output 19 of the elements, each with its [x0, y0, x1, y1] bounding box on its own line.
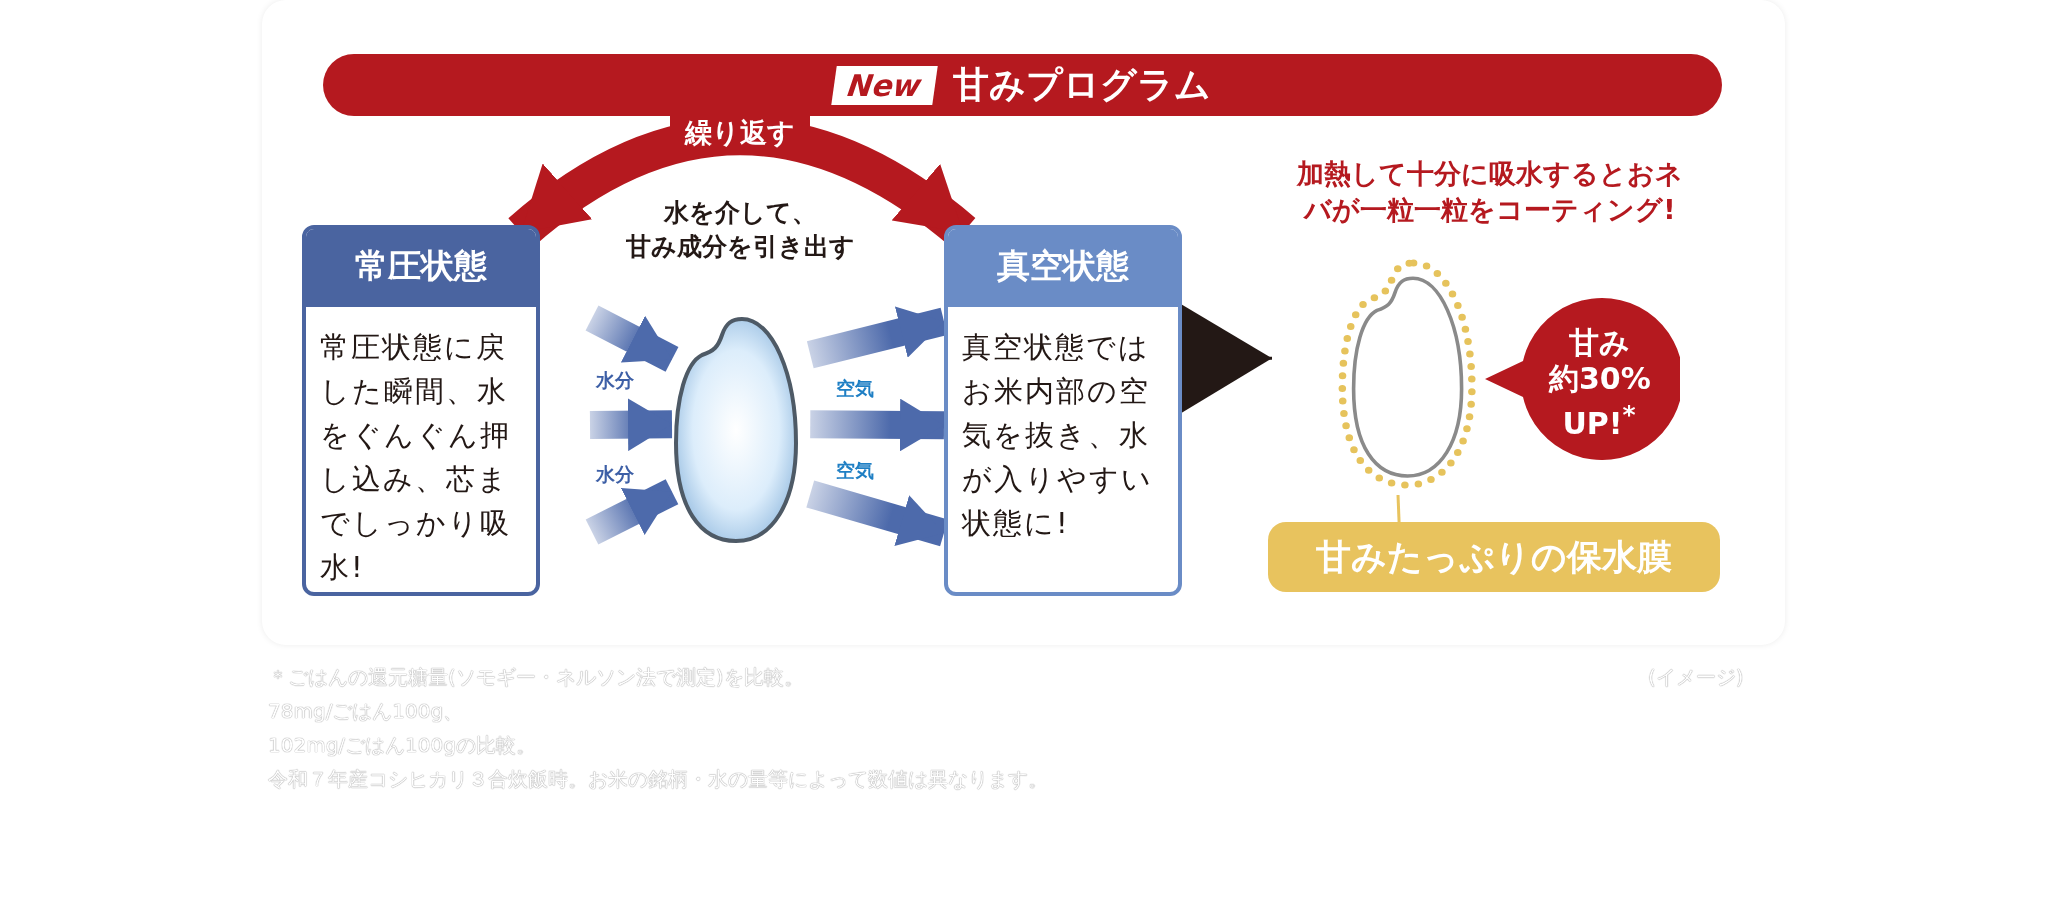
- card-body-text: 常圧状態に戻した瞬間、水をぐんぐん押し込み、芯までしっかり吸水!: [319, 329, 512, 586]
- heading-text: 加熱して十分に吸水するとおネバが一粒一粒をコーティング!: [1295, 157, 1684, 228]
- card-header: 真空状態: [948, 229, 1178, 307]
- flow-label: 水分: [596, 462, 634, 487]
- caption-text: 水を介して、甘み成分を引き出す: [624, 197, 856, 263]
- state-card: [302, 225, 540, 596]
- flow-label: 空気: [836, 376, 874, 401]
- new-badge: New: [831, 65, 938, 105]
- bubble-text: 約30%: [1549, 361, 1649, 397]
- label-pill: 甘みたっぷりの保水膜: [1268, 522, 1720, 592]
- flow-label: 空気: [836, 458, 874, 483]
- state-card: [944, 225, 1182, 596]
- bubble-text: UP!$^{*}$: [1561, 399, 1637, 442]
- card-body-text: 真空状態ではお米内部の空気を抜き、水が入りやすい状態に!: [960, 329, 1154, 542]
- card-header: 常圧状態: [306, 229, 536, 307]
- edge-label: 繰り返す: [670, 116, 810, 151]
- banner-title: 甘みプログラム: [953, 62, 1212, 107]
- bubble-text: 甘み: [1567, 325, 1631, 361]
- flow-label: 水分: [596, 368, 634, 393]
